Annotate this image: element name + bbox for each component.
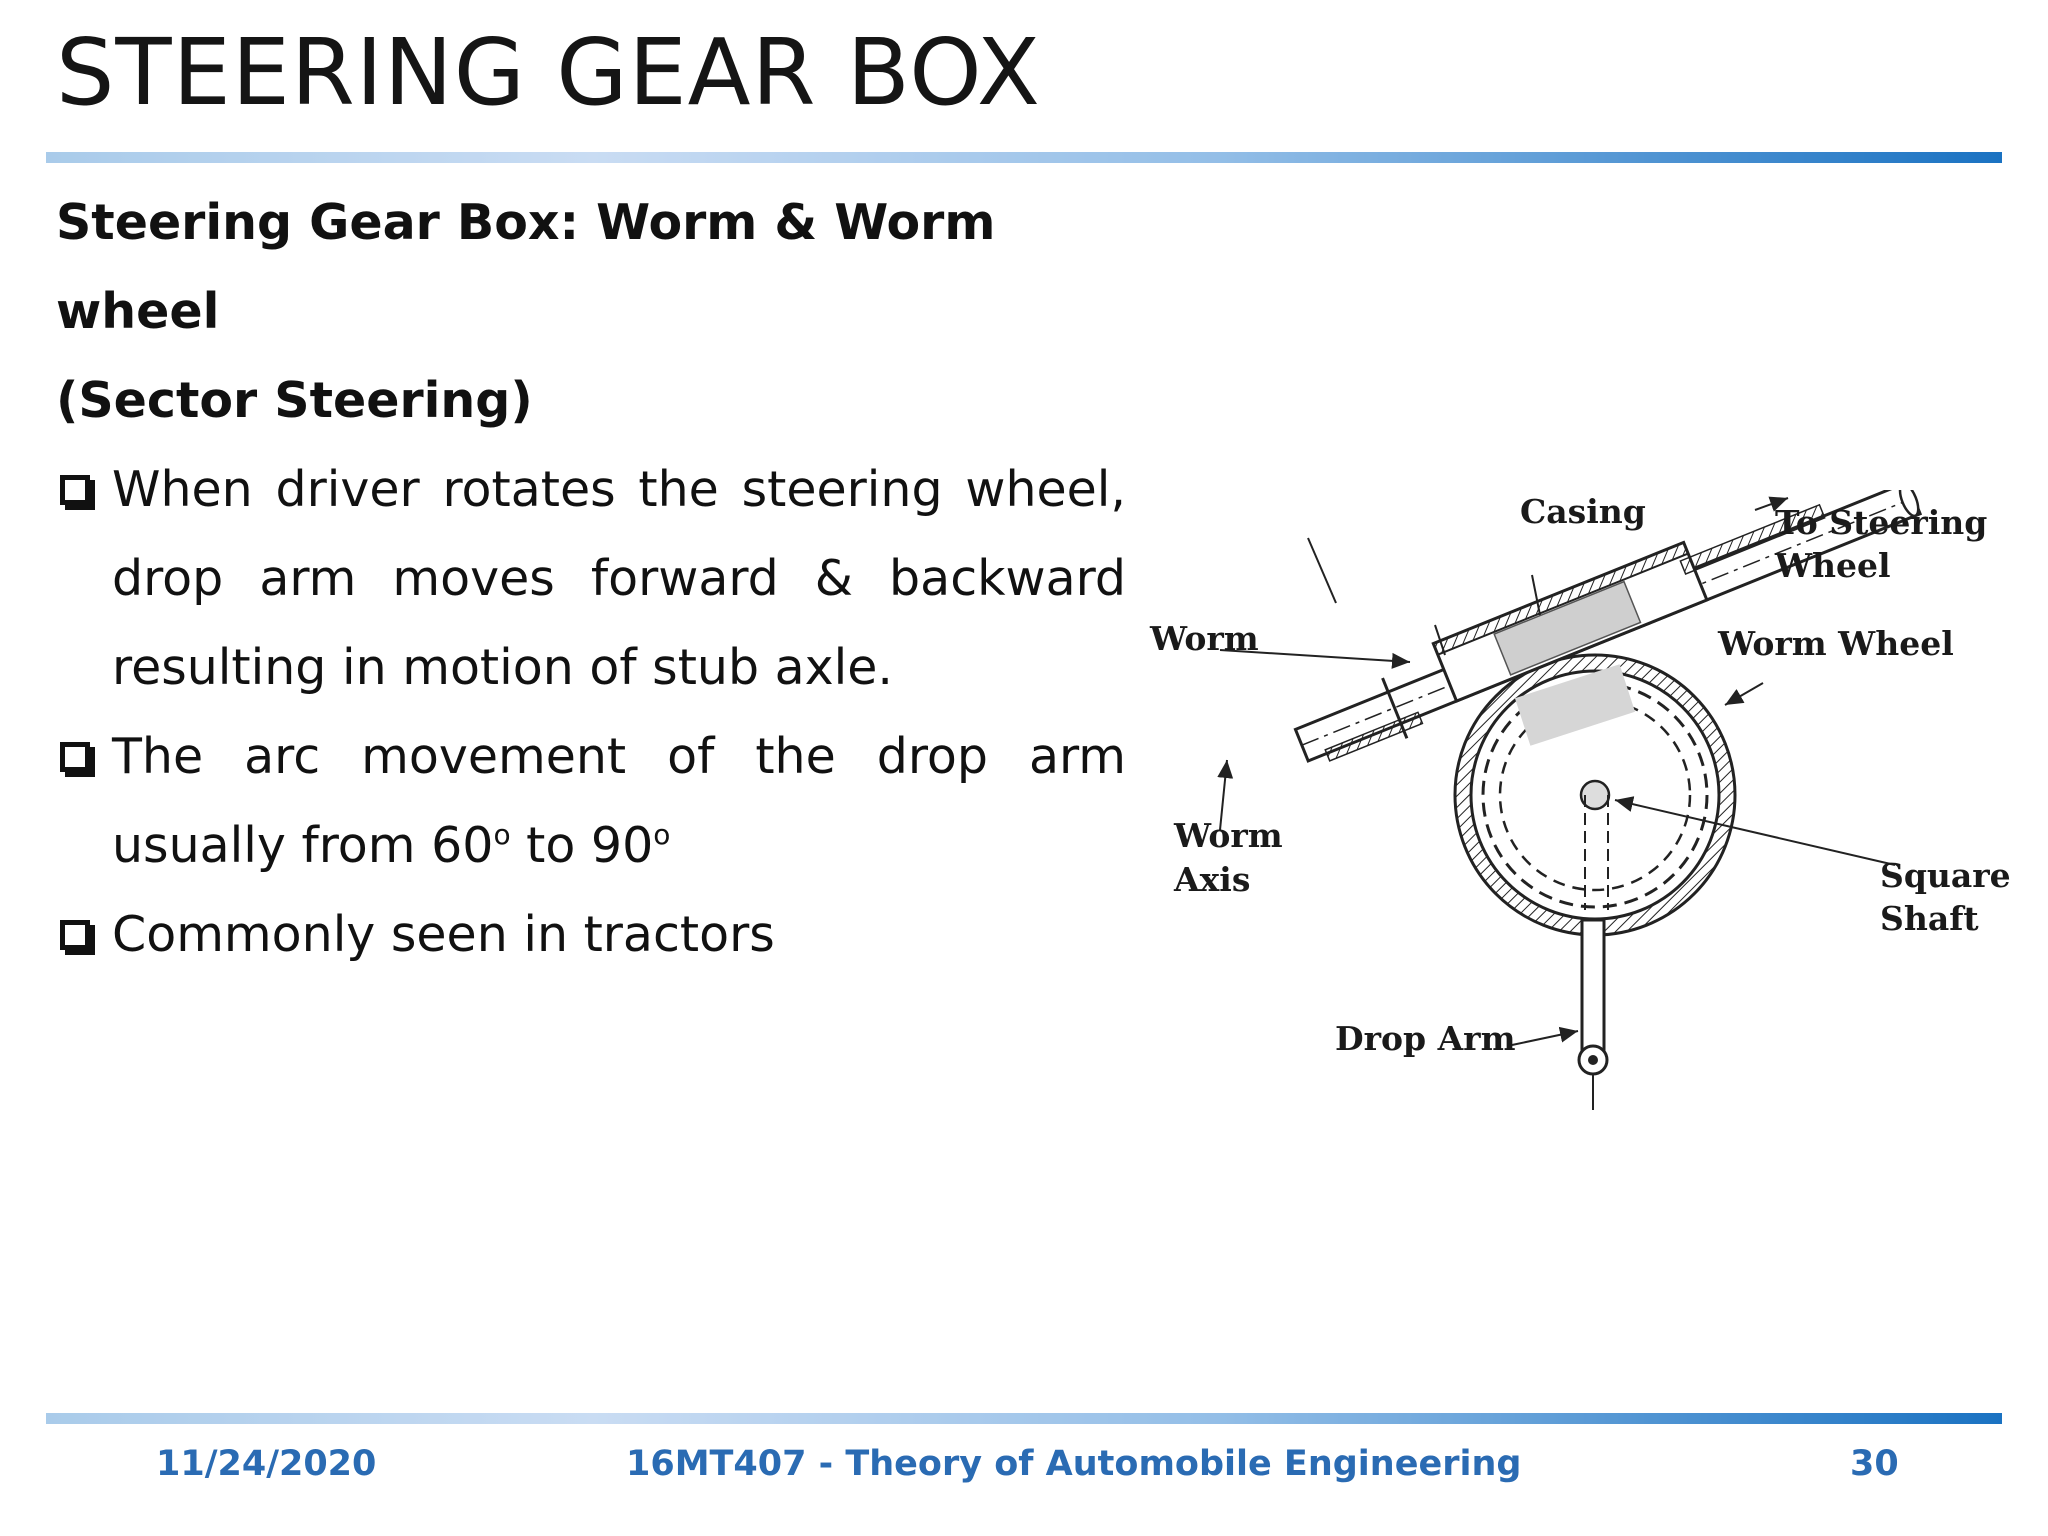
steering-gear-diagram: Casing To Steering Wheel Worm Worm Wheel…: [1140, 490, 2020, 1130]
bullet-item: Commonly seen in tractors: [56, 890, 1126, 979]
section-heading-line1: Steering Gear Box: Worm & Worm wheel: [56, 194, 996, 340]
drop-arm: [1577, 918, 1609, 1110]
bullet-text-line: resulting in motion of stub axle.: [112, 639, 894, 696]
bullet-text-line: When driver rotates the steering wheel,: [112, 461, 1126, 518]
label-to-steering: To Steering: [1775, 503, 1987, 542]
mesh-zone: [1514, 664, 1636, 746]
label-worm-wheel: Worm Wheel: [1717, 624, 1954, 663]
slide-footer: 11/24/2020 16MT407 - Theory of Automobil…: [0, 1436, 2048, 1496]
checkbox-bullet-icon: [60, 475, 90, 505]
bullet-text-line: drop arm moves forward & backward: [112, 550, 1126, 607]
checkbox-bullet-icon: [60, 920, 90, 950]
label-to-steering-wheel: Wheel: [1774, 546, 1891, 585]
square-shaft: [1579, 779, 1611, 910]
angle-range-start: usually from 60: [112, 817, 494, 874]
slide-body: Steering Gear Box: Worm & Worm wheel (Se…: [56, 178, 1126, 979]
footer-date: 11/24/2020: [156, 1444, 377, 1484]
label-drop-arm: Drop Arm: [1335, 1019, 1516, 1058]
footer-divider: [46, 1413, 2002, 1424]
bullet-text-line: The arc movement of the drop arm: [112, 728, 1126, 785]
degree-superscript: o: [653, 818, 671, 851]
worm-shaft: [1293, 490, 1923, 763]
label-casing: Casing: [1520, 492, 1646, 531]
footer-page-number: 30: [1850, 1444, 1899, 1484]
gear-diagram-svg: Casing To Steering Wheel Worm Worm Wheel…: [1149, 490, 2011, 1110]
bullet-text-line: usually from 60o to 90o: [112, 801, 1126, 890]
bullet-item: When driver rotates the steering wheel, …: [56, 445, 1126, 712]
checkbox-bullet-icon: [60, 742, 90, 772]
leader-lines: [1217, 496, 1896, 1046]
diagram-labels: Casing To Steering Wheel Worm Worm Wheel…: [1149, 492, 2011, 1058]
angle-range-end: to 90: [510, 817, 654, 874]
label-shaft: Shaft: [1880, 899, 1979, 938]
bullet-text-line: Commonly seen in tractors: [112, 906, 775, 963]
label-worm: Worm: [1149, 619, 1259, 658]
title-divider: [46, 152, 2002, 163]
bullet-list: When driver rotates the steering wheel, …: [56, 445, 1126, 979]
bullet-item: The arc movement of the drop arm usually…: [56, 712, 1126, 890]
label-square: Square: [1880, 856, 2011, 895]
label-worm-axis-2: Axis: [1173, 860, 1250, 899]
section-heading: Steering Gear Box: Worm & Worm wheel (Se…: [56, 178, 1126, 445]
degree-superscript: o: [493, 818, 511, 851]
section-heading-line2: (Sector Steering): [56, 372, 533, 429]
label-worm-axis: Worm: [1173, 816, 1283, 855]
footer-course: 16MT407 - Theory of Automobile Engineeri…: [626, 1444, 1522, 1484]
slide-title: STEERING GEAR BOX: [56, 19, 1041, 126]
